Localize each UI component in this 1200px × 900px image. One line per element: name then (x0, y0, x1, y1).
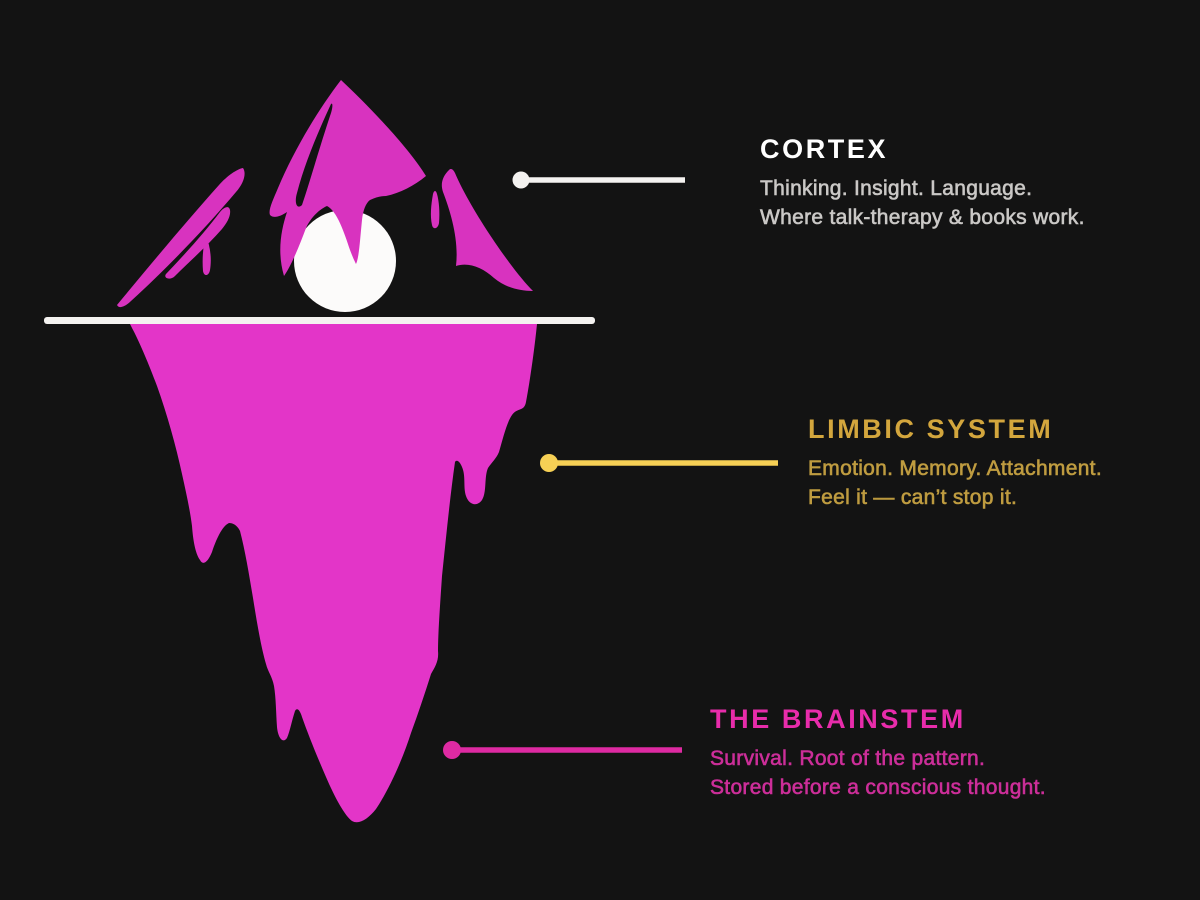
mountain-right-slope (441, 169, 533, 291)
limbic-line-2: Feel it — can’t stop it. (808, 486, 1018, 510)
limbic-description: Emotion. Memory. Attachment. Feel it — c… (808, 454, 1102, 512)
mountain-couloir-shadow (295, 103, 333, 207)
submerged-iceberg (130, 324, 537, 823)
brainstem-description: Survival. Root of the pattern. Stored be… (710, 744, 1046, 802)
limbic-label-group: LIMBIC SYSTEM Emotion. Memory. Attachmen… (808, 416, 1102, 512)
waterline (44, 317, 595, 324)
cortex-line-1: Thinking. Insight. Language. (760, 177, 1033, 201)
mountain-main-face (269, 80, 426, 276)
brainstem-line-1: Survival. Root of the pattern. (710, 747, 986, 771)
limbic-leader (540, 454, 778, 472)
cortex-leader (512, 171, 685, 189)
mountain-left-ridge (117, 168, 245, 308)
mountain-left-ridge-inner (165, 207, 231, 279)
cortex-line-2: Where talk-therapy & books work. (760, 206, 1085, 230)
brainstem-leader-dot (443, 741, 461, 759)
cortex-label-group: CORTEX Thinking. Insight. Language. Wher… (760, 136, 1085, 232)
brainstem-line-2: Stored before a conscious thought. (710, 776, 1046, 800)
brainstem-label-group: THE BRAINSTEM Survival. Root of the patt… (710, 706, 1046, 802)
mountain-left-ridge-drip (202, 235, 211, 276)
cortex-description: Thinking. Insight. Language. Where talk-… (760, 174, 1085, 232)
mountain-above-water (117, 80, 533, 308)
cortex-leader-dot (512, 171, 530, 189)
brainstem-leader (443, 741, 682, 759)
moon-icon (294, 210, 396, 312)
mountain-right-spur (430, 191, 440, 229)
cortex-title: CORTEX (760, 134, 889, 164)
limbic-line-1: Emotion. Memory. Attachment. (808, 457, 1102, 481)
limbic-leader-dot (540, 454, 558, 472)
limbic-title: LIMBIC SYSTEM (808, 414, 1054, 444)
brainstem-title: THE BRAINSTEM (710, 704, 966, 734)
